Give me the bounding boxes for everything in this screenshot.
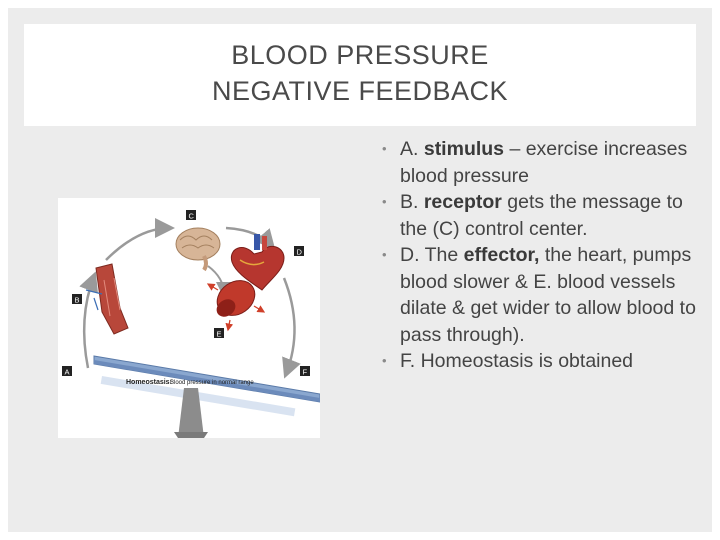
feedback-diagram: IMBALANCE IMBALANCE Homeostasis: Blood p… xyxy=(58,198,320,438)
marker-e-text: E xyxy=(217,330,222,339)
marker-c: C xyxy=(186,210,196,221)
marker-a-text: A xyxy=(65,368,70,377)
balance-seesaw xyxy=(93,355,320,438)
bullet-item-effector: • D. The effector, the heart, pumps bloo… xyxy=(378,242,698,348)
marker-e: E xyxy=(214,328,224,339)
marker-f-text: F xyxy=(303,368,308,377)
artery-icon xyxy=(85,263,129,335)
homeostasis-desc: Blood pressure in normal range xyxy=(170,380,254,386)
blood-vessel-icon xyxy=(206,280,266,332)
marker-c-text: C xyxy=(189,212,195,221)
bullet-dot: • xyxy=(382,141,387,156)
bullet-bold: effector, xyxy=(463,244,540,266)
bullet-list: • A. stimulus – exercise increases blood… xyxy=(378,136,698,375)
bullet-dot: • xyxy=(382,194,387,209)
bullet-prefix: D. The xyxy=(400,244,464,266)
bullet-dot: • xyxy=(382,353,387,368)
bullet-item-stimulus: • A. stimulus – exercise increases blood… xyxy=(378,136,698,189)
bullet-prefix: B. xyxy=(400,191,424,213)
feedback-arrow-upper-right xyxy=(225,226,276,250)
bullet-item-homeostasis: • F. Homeostasis is obtained xyxy=(378,348,698,375)
marker-b-text: B xyxy=(75,296,80,305)
bullet-bold: stimulus xyxy=(423,138,505,160)
bullet-bold: receptor xyxy=(423,191,502,213)
feedback-arrow-upper-left xyxy=(105,218,175,261)
homeostasis-label: Homeostasis: xyxy=(126,379,172,386)
feedback-arrow-right xyxy=(282,277,301,379)
title-box: BLOOD PRESSURE NEGATIVE FEEDBACK xyxy=(24,24,696,126)
brain-icon xyxy=(175,227,221,272)
bullet-suffix: the heart, pumps blood slower & E. blood… xyxy=(400,244,696,346)
bullet-suffix: – exercise increases blood pressure xyxy=(400,138,688,187)
slide-title-line-1: BLOOD PRESSURE xyxy=(231,40,489,70)
marker-a: A xyxy=(62,366,72,377)
heart-icon xyxy=(230,234,285,291)
marker-d-text: D xyxy=(297,248,303,257)
slide-title-line-2: NEGATIVE FEEDBACK xyxy=(211,76,509,106)
marker-b: B xyxy=(72,294,82,305)
feedback-diagram-svg: IMBALANCE IMBALANCE Homeostasis: Blood p… xyxy=(62,210,320,438)
bullet-item-receptor: • B. receptor gets the message to the (C… xyxy=(378,189,698,242)
bullet-dot: • xyxy=(382,247,387,262)
marker-d: D xyxy=(294,246,304,257)
marker-f: F xyxy=(300,366,310,377)
bullet-suffix: gets the message to the (C) control cent… xyxy=(400,191,683,240)
bullet-prefix: A. xyxy=(400,138,424,160)
feedback-arrow-left xyxy=(79,271,99,369)
bullet-prefix: F. Homeostasis is obtained xyxy=(400,350,634,372)
